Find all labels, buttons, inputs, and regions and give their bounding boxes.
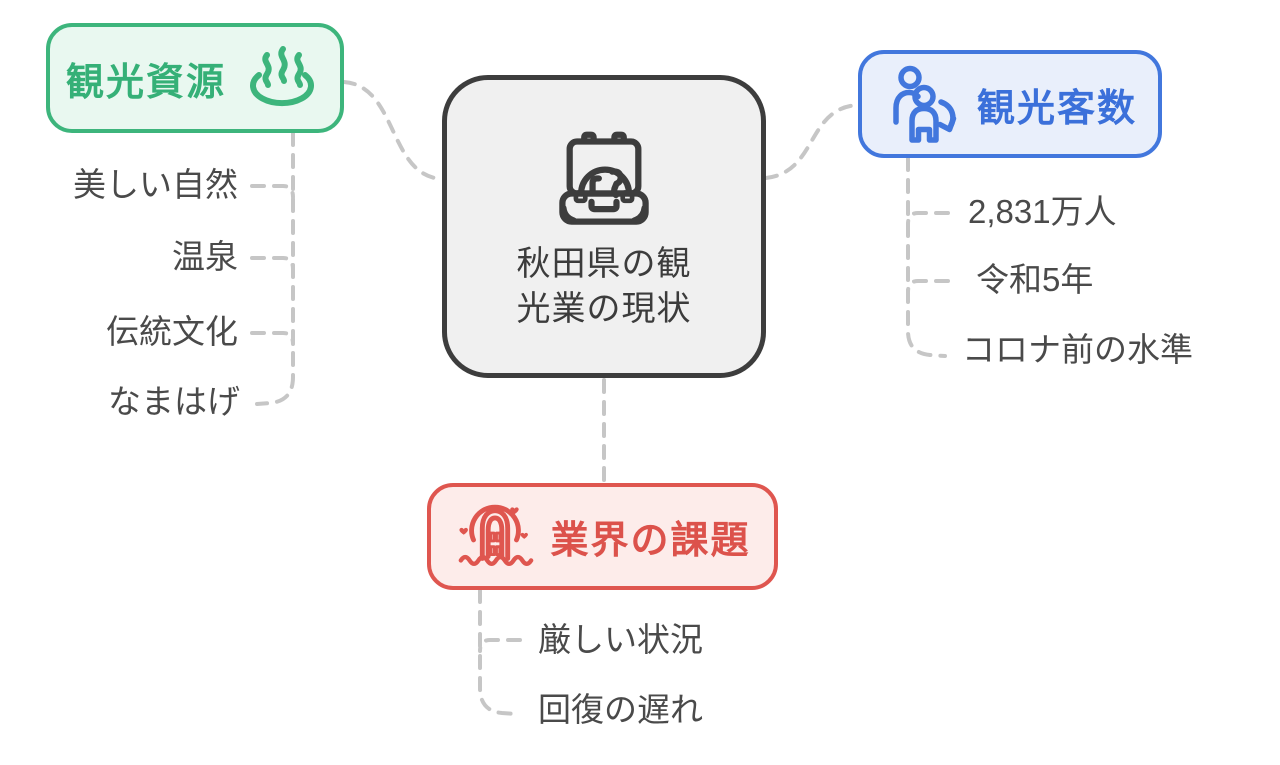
challenge-item-situation: 厳しい状況 xyxy=(538,621,703,658)
branch-node-industry-challenges: 業界の課題 xyxy=(427,483,778,590)
center-title-line2: 光業の現状 xyxy=(516,289,692,328)
branch-node-tourist-numbers: 観光客数 xyxy=(858,50,1162,158)
resource-item-namahage: なまはげ xyxy=(108,383,240,420)
challenge-item-recovery: 回復の遅れ xyxy=(538,691,703,728)
hot-spring-icon xyxy=(240,42,324,114)
branch-label: 観光客数 xyxy=(976,87,1137,130)
connector-center-visitors xyxy=(764,103,860,180)
branch-challenges-1 xyxy=(478,638,522,653)
trunk-challenges xyxy=(478,588,519,716)
resource-item-nature: 美しい自然 xyxy=(73,166,238,203)
tourists-decline-icon xyxy=(883,64,963,144)
branch-node-tourism-resources: 観光資源 xyxy=(46,23,344,133)
branch-label: 業界の課題 xyxy=(550,520,751,562)
open-suitcase-globe-icon xyxy=(552,128,656,232)
resource-item-onsen: 温泉 xyxy=(172,238,238,275)
branch-visitors-2 xyxy=(906,279,950,294)
visitor-item-level: コロナ前の水準 xyxy=(962,331,1193,368)
center-title-line1: 秋田県の観 xyxy=(516,244,692,283)
visitor-item-year: 令和5年 xyxy=(976,261,1094,298)
branch-resources-3 xyxy=(250,331,295,346)
connector-center-resources xyxy=(342,80,444,181)
trunk-resources xyxy=(255,131,295,406)
visitor-item-count: 2,831万人 xyxy=(968,193,1117,230)
branch-visitors-1 xyxy=(906,211,950,226)
branch-label: 観光資源 xyxy=(65,61,226,104)
branch-resources-2 xyxy=(250,256,295,271)
resource-item-culture: 伝統文化 xyxy=(106,313,238,350)
sinking-booth-hearts-icon xyxy=(454,496,536,578)
trunk-visitors xyxy=(906,156,947,358)
center-node: 秋田県の観 光業の現状 xyxy=(442,75,766,378)
branch-resources-1 xyxy=(250,184,295,199)
